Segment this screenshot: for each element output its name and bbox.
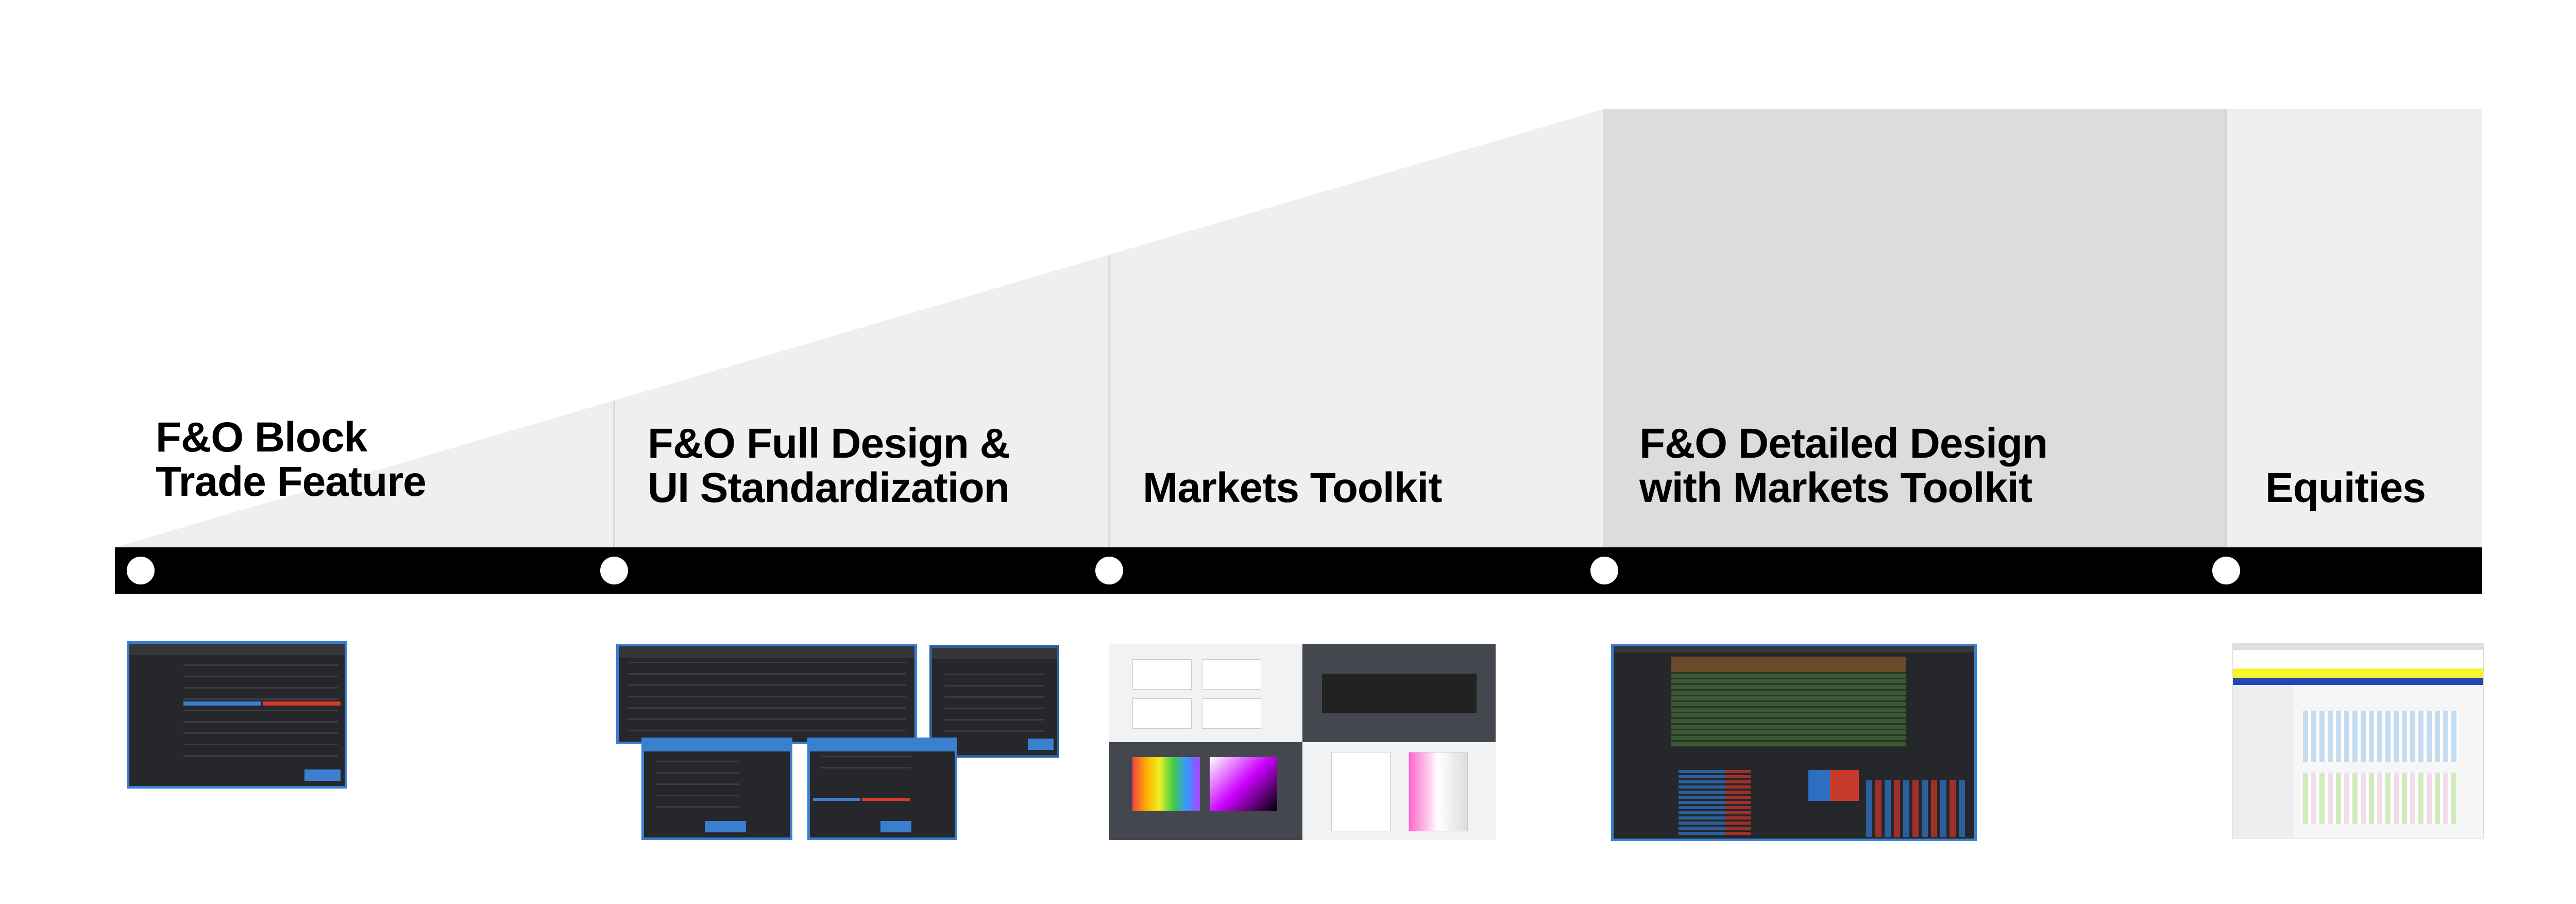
- full-design-screenshot-order: [641, 738, 792, 840]
- milestone-title-3: Markets Toolkit: [1143, 464, 1442, 511]
- block-trade-dialog-screenshot: [127, 641, 347, 789]
- markets-toolkit-screenshots: [1109, 644, 1496, 840]
- milestone-dot-2[interactable]: [600, 557, 628, 584]
- highlight-band: [1603, 109, 2226, 547]
- milestone-title-2: F&O Full Design & UI Standardization: [648, 420, 1010, 511]
- milestone-title-1: F&O Block Trade Feature: [156, 414, 427, 505]
- milestone-title-5: Equities: [2265, 464, 2426, 511]
- milestone-dot-5[interactable]: [2212, 557, 2240, 584]
- milestone-dot-3[interactable]: [1095, 557, 1123, 584]
- detailed-design-screenshot: [1611, 644, 1977, 841]
- full-design-screenshot-grid: [616, 644, 917, 744]
- milestone-dot-4[interactable]: [1590, 557, 1618, 584]
- timeline-bar: [115, 547, 2482, 594]
- full-design-screenshot-block: [807, 738, 957, 840]
- milestone-dot-1[interactable]: [127, 557, 155, 584]
- milestone-title-4: F&O Detailed Design with Markets Toolkit: [1639, 420, 2048, 511]
- full-design-screenshot-panel: [929, 645, 1059, 758]
- equities-confluence-screenshot: [2232, 643, 2484, 839]
